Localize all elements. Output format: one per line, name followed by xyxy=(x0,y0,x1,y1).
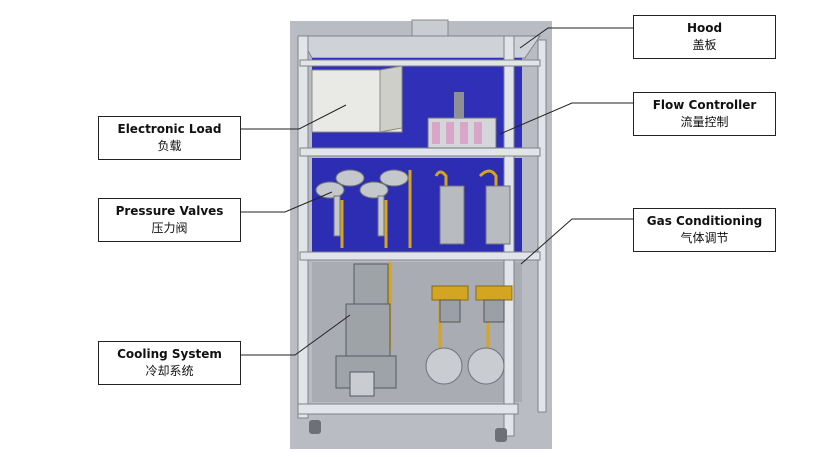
leader-lines xyxy=(241,27,633,356)
label-pressure-valves: Pressure Valves 压力阀 xyxy=(98,198,241,242)
humidifier-stacks xyxy=(431,285,513,323)
vent-cylinder xyxy=(411,19,449,37)
leader-line-cooling-system xyxy=(241,314,351,356)
label-hood-en: Hood xyxy=(686,21,723,35)
label-hood-zh: 盖板 xyxy=(692,38,717,52)
label-electronic-load: Electronic Load 负载 xyxy=(98,116,241,160)
label-gas-conditioning-zh: 气体调节 xyxy=(680,231,729,245)
label-cooling-system-zh: 冷却系统 xyxy=(145,364,194,378)
label-pressure-valves-zh: 压力阀 xyxy=(151,221,188,235)
leader-line-pressure-valves xyxy=(241,191,333,213)
label-gas-conditioning: Gas Conditioning 气体调节 xyxy=(633,208,776,252)
gas-conditioning-cylinders xyxy=(439,185,511,245)
label-cooling-system: Cooling System 冷却系统 xyxy=(98,341,241,385)
label-flow-controller-zh: 流量控制 xyxy=(680,115,729,129)
flow-controller-modules xyxy=(427,92,497,149)
label-hood: Hood 盖板 xyxy=(633,15,776,59)
caster-wheels xyxy=(309,420,507,442)
label-flow-controller: Flow Controller 流量控制 xyxy=(633,92,776,136)
label-pressure-valves-en: Pressure Valves xyxy=(115,204,224,218)
leader-line-hood xyxy=(519,27,633,49)
leader-line-flow-controller xyxy=(499,102,633,135)
spherical-tanks xyxy=(425,347,505,385)
leader-line-electronic-load xyxy=(241,104,347,130)
label-cooling-system-en: Cooling System xyxy=(117,347,222,361)
label-flow-controller-en: Flow Controller xyxy=(652,98,757,112)
leader-line-gas-conditioning xyxy=(520,218,633,265)
label-gas-conditioning-en: Gas Conditioning xyxy=(646,214,763,228)
label-electronic-load-zh: 负载 xyxy=(157,139,182,153)
label-electronic-load-en: Electronic Load xyxy=(117,122,222,136)
cooling-system xyxy=(335,263,397,397)
pressure-valves xyxy=(315,169,409,237)
electronic-load-box xyxy=(311,65,403,133)
